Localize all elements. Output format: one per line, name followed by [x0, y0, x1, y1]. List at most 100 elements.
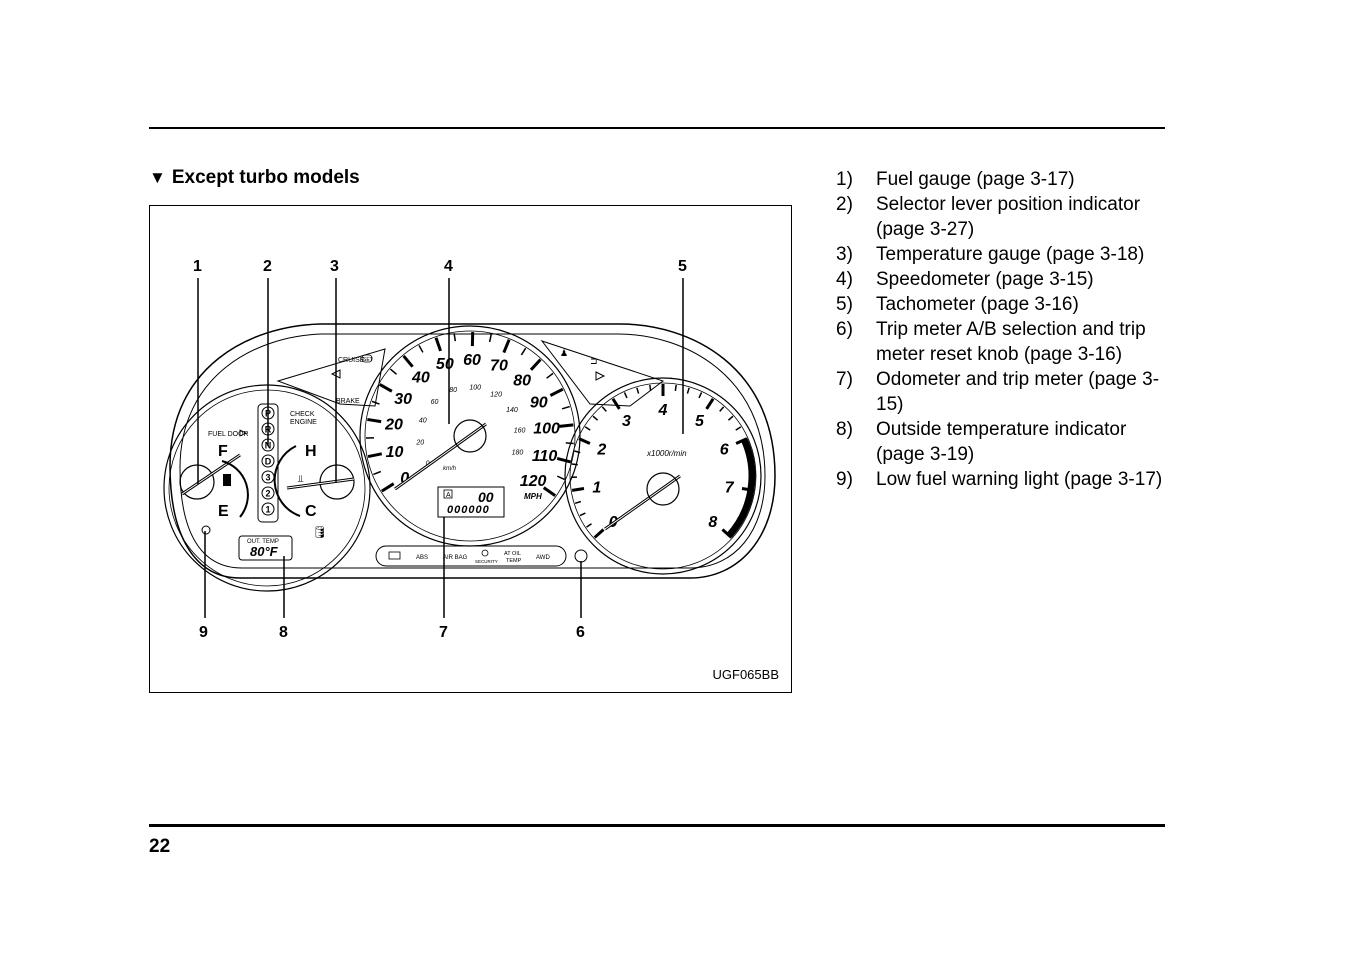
- trip-letter: A: [446, 492, 451, 499]
- cluster-inner-outline: [179, 333, 766, 569]
- awd-warning: AWD: [536, 555, 550, 561]
- outside-temp-label: OUT. TEMP: [247, 539, 279, 545]
- fuel-full-mark: F: [218, 443, 228, 460]
- speedo-tick: [434, 337, 442, 352]
- speedo-tick: [453, 333, 457, 342]
- kmh-label: 60: [431, 399, 439, 406]
- battery-icon: [388, 551, 401, 560]
- tacho-label: 7: [725, 479, 735, 496]
- mph-label: 90: [530, 394, 548, 411]
- speedo-tick: [542, 486, 557, 497]
- selector-position-3: 3: [265, 473, 270, 483]
- callout-7: 7: [439, 624, 448, 641]
- speedo-tick: [418, 345, 424, 353]
- callout-lines: [197, 278, 684, 618]
- speedo-tick: [381, 482, 395, 493]
- legend-item: 1)Fuel gauge (page 3-17): [836, 169, 1075, 190]
- speedo-tick: [367, 417, 382, 424]
- mph-label: 80: [513, 372, 531, 389]
- mph-label: 60: [463, 352, 481, 369]
- odometer-value: 000000: [447, 504, 490, 516]
- fuel-door-label: FUEL DOOR: [208, 431, 249, 438]
- low-fuel-warning-light: [201, 525, 211, 535]
- tacho-tick: [727, 415, 734, 421]
- legend-item: 2)Selector lever position indicator (pag…: [836, 194, 1141, 240]
- trip-value: 00: [478, 489, 494, 505]
- footer-rule: [149, 824, 1165, 827]
- speedo-tick: [378, 383, 393, 393]
- mph-label: 40: [411, 370, 430, 387]
- brake-label: BRAKE: [336, 398, 360, 405]
- tacho-tick: [574, 450, 581, 454]
- tacho-tick: [735, 426, 742, 431]
- tacho-tick: [571, 463, 578, 466]
- speedo-tick: [389, 368, 397, 375]
- cruise-set-badge: [361, 354, 373, 363]
- selector-badge: [261, 454, 275, 468]
- callout-8: 8: [279, 624, 288, 641]
- speedo-tick: [488, 334, 492, 343]
- callout-9: 9: [199, 624, 208, 641]
- tacho-label: 4: [658, 402, 668, 419]
- selector-position-D: D: [265, 457, 272, 467]
- kmh-label: 120: [490, 391, 502, 398]
- tacho-tick: [579, 512, 586, 517]
- legend-item: 4)Speedometer (page 3-15): [836, 269, 1094, 290]
- mph-label: 20: [384, 417, 403, 434]
- left-indicator-pod: [276, 348, 386, 407]
- fuel-empty-mark: E: [218, 503, 229, 520]
- speedo-tick: [402, 354, 414, 368]
- kmh-label: 20: [415, 440, 424, 447]
- trip-letter-box: [443, 489, 453, 499]
- tacho-tick: [705, 398, 715, 410]
- tacho-tick: [686, 387, 690, 394]
- section-heading: ▼Except turbo models: [149, 167, 360, 189]
- callout-1: 1: [193, 258, 202, 275]
- coolant-temp-icon: ⫫: [298, 474, 304, 485]
- tacho-tick: [586, 523, 592, 528]
- warning-light-strip: [375, 545, 567, 567]
- tacho-tick: [593, 528, 605, 539]
- speedo-tick: [559, 423, 574, 428]
- tacho-tick: [698, 392, 703, 399]
- mph-label: 110: [532, 448, 558, 465]
- seatbelt-icon: ♟: [560, 348, 568, 358]
- right-indicator-pod: [540, 340, 665, 407]
- fuel-gauge: [179, 453, 249, 518]
- trip-reset-knob: [574, 549, 588, 563]
- legend-item: 9)Low fuel warning light (page 3-17): [836, 469, 1163, 490]
- speedo-tick: [561, 405, 570, 410]
- kmh-label: 100: [469, 384, 481, 391]
- header-rule: [149, 127, 1165, 129]
- tacho-tick: [611, 398, 621, 410]
- tacho-tick: [649, 384, 652, 391]
- tacho-tick: [674, 384, 677, 391]
- legend-item: 6)Trip meter A/B selection and trip mete…: [836, 319, 1146, 365]
- tacho-label: 2: [596, 442, 606, 459]
- tacho-tick: [571, 487, 585, 492]
- at-oil-temp-warning: AT OIL: [504, 551, 521, 557]
- selector-position-1: 1: [265, 505, 270, 515]
- headlight-icon: ⊐: [590, 356, 598, 366]
- speedo-tick: [367, 452, 383, 459]
- mph-label: 50: [436, 356, 454, 373]
- left-gauge-housing: [163, 384, 371, 592]
- callout-3: 3: [330, 258, 339, 275]
- security-warning: SECURITY: [475, 559, 498, 564]
- speedo-tick: [373, 470, 382, 476]
- mph-label: 30: [394, 391, 412, 408]
- cluster-illustration: CRUISE SET BRAKE ♟ ⊐ F E FUEL DOOR PRND3…: [163, 258, 776, 641]
- check-engine-label-2: ENGINE: [290, 419, 317, 426]
- tacho-tick: [601, 406, 607, 412]
- speedo-tick: [565, 442, 574, 445]
- legend-item: 8)Outside temperature indicator (page 3-…: [836, 419, 1127, 465]
- legend-list: 1)Fuel gauge (page 3-17) 2)Selector leve…: [836, 167, 1176, 492]
- tacho-label: 5: [695, 413, 705, 430]
- oil-can-icon: 🛢: [312, 525, 327, 539]
- tacho-label: 8: [708, 514, 717, 531]
- tacho-tick: [592, 415, 599, 421]
- kmh-unit: km/h: [443, 466, 457, 472]
- selector-badge: [261, 502, 275, 516]
- airbag-warning: AIR BAG: [443, 555, 468, 561]
